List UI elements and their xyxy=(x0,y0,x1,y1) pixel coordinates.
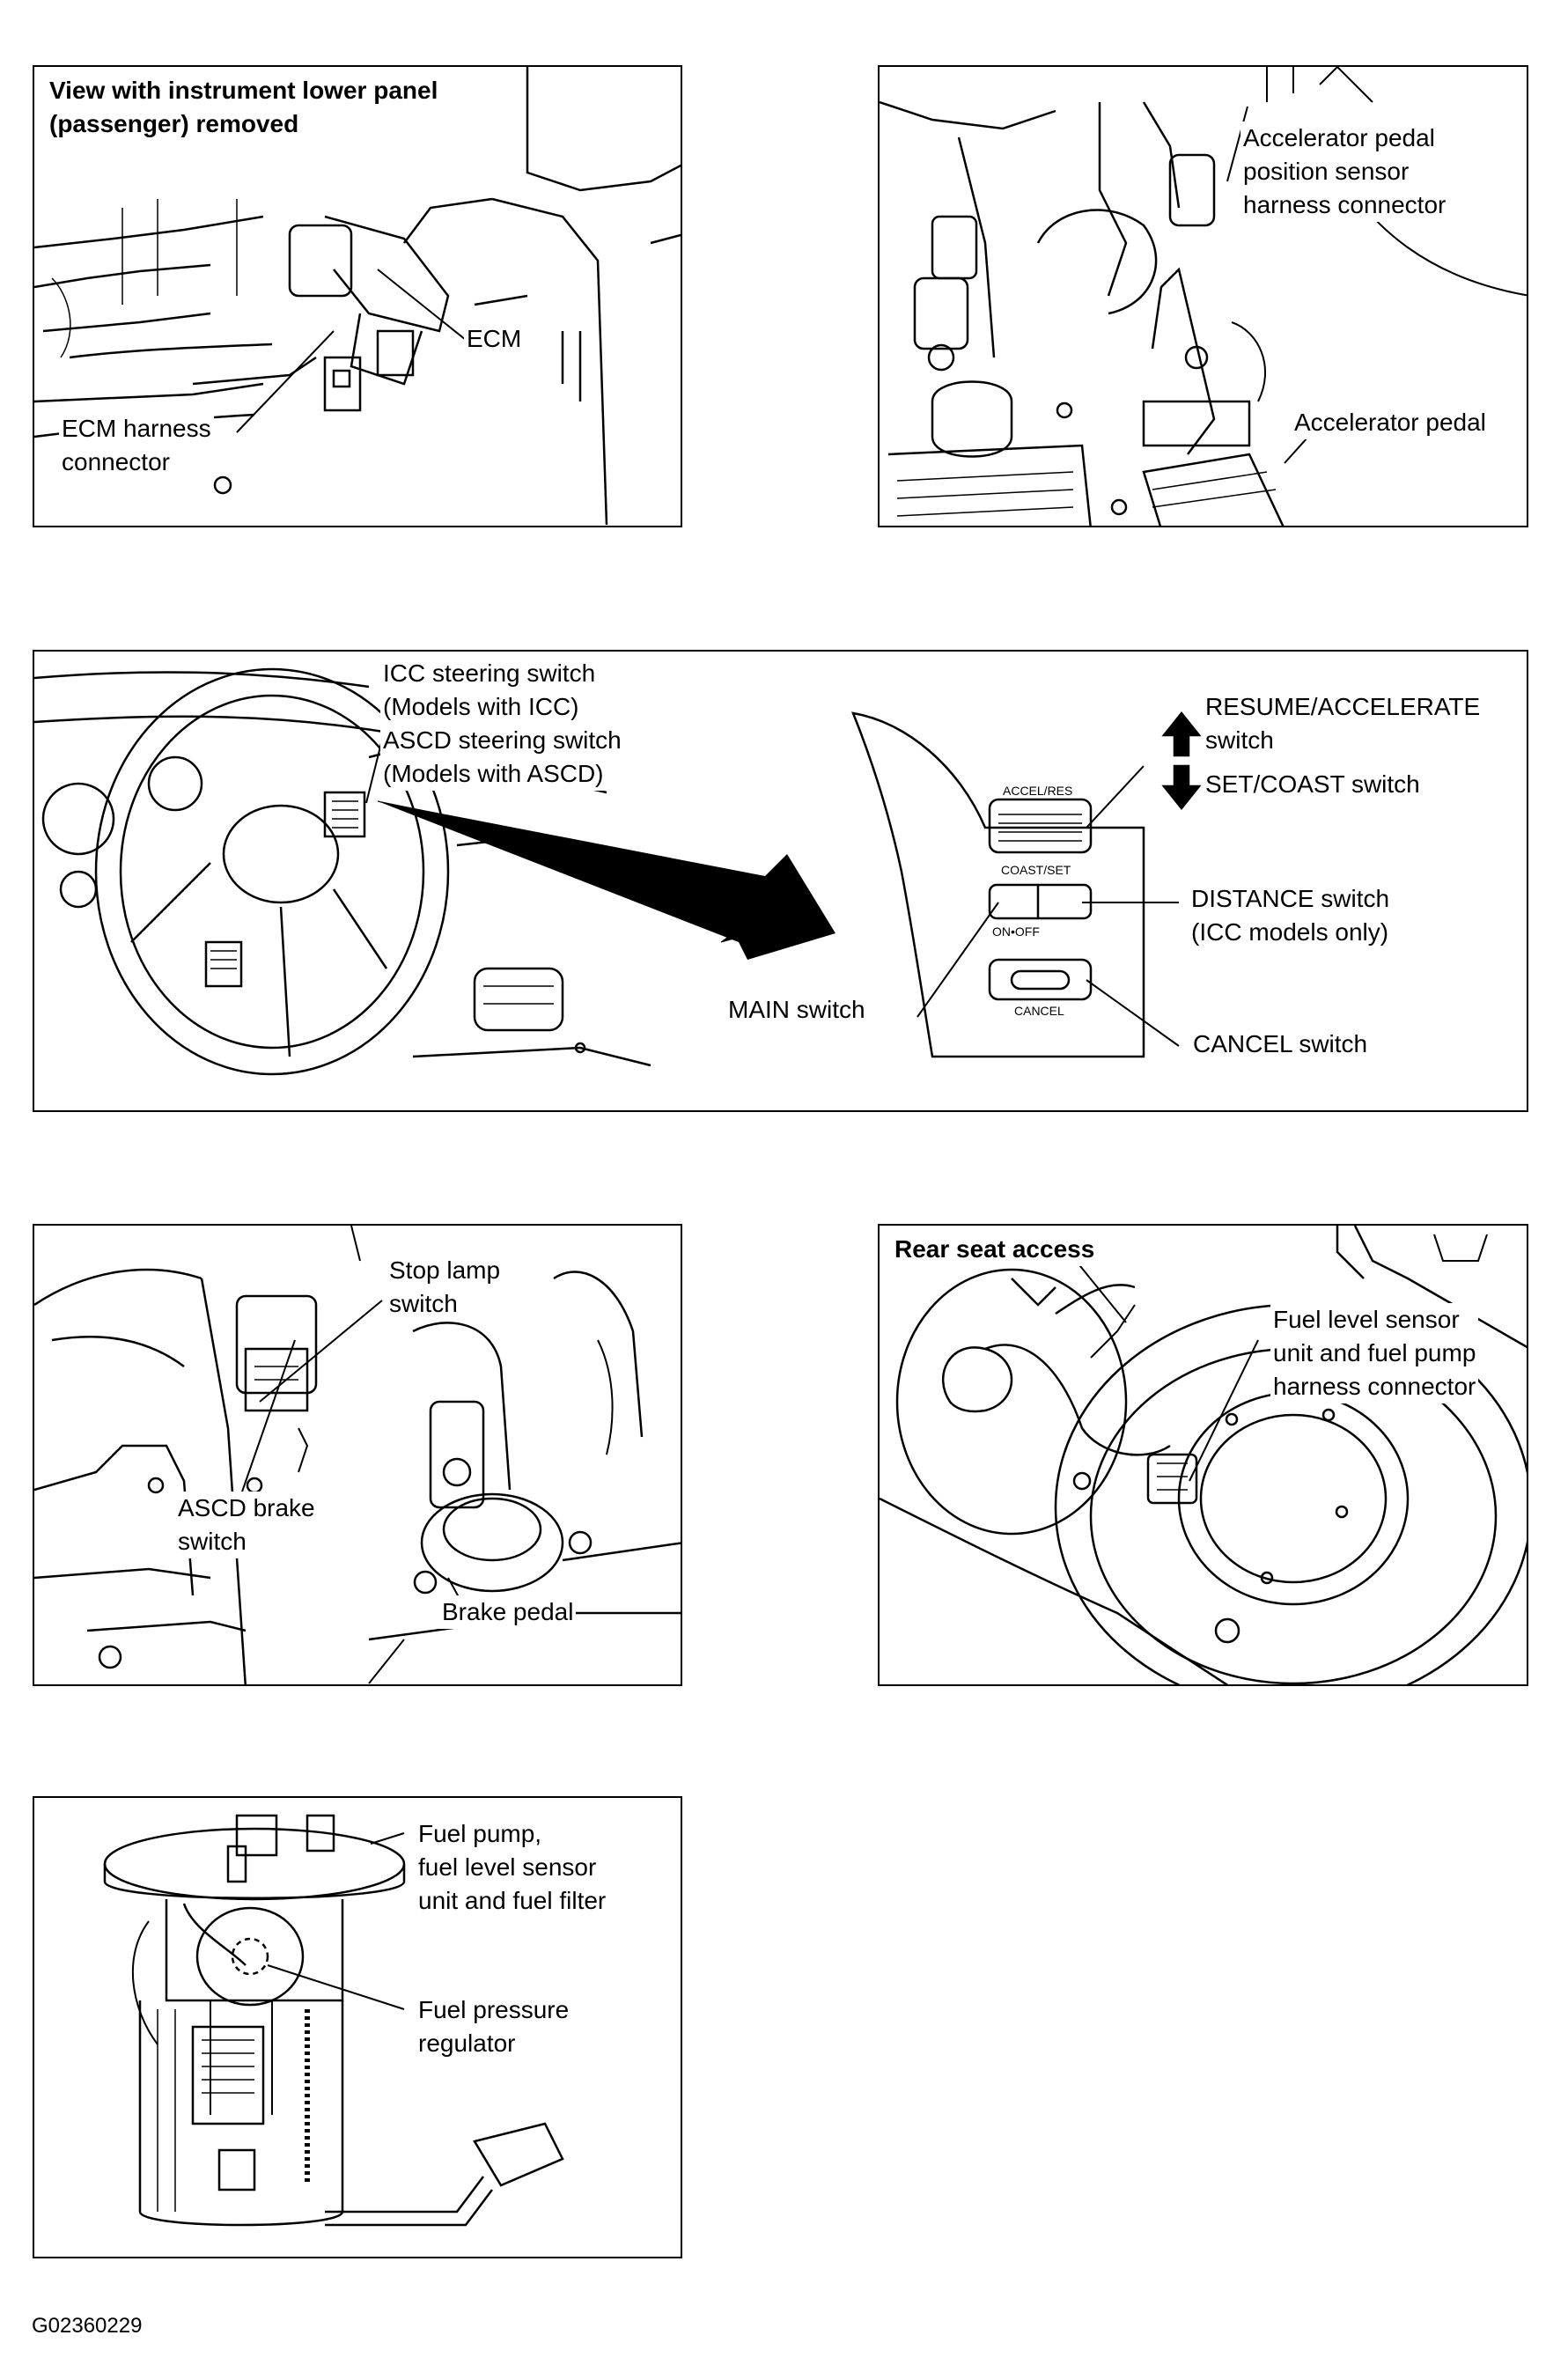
resume-accelerate-switch-label: RESUME/ACCELERATE switch xyxy=(1203,690,1483,757)
accelerator-pedal-label: Accelerator pedal xyxy=(1292,406,1489,439)
fuel-access-illustration xyxy=(880,1226,1527,1684)
ecm-illustration xyxy=(34,67,681,526)
panel-accelerator: Accelerator pedal position sensor harnes… xyxy=(878,65,1528,527)
distance-switch-label: DISTANCE switch (ICC models only) xyxy=(1189,882,1393,949)
main-switch-label: MAIN switch xyxy=(725,993,868,1027)
accel-res-print: ACCEL/RES xyxy=(1003,784,1073,798)
ecm-label: ECM xyxy=(464,322,525,356)
fuel-pump-illustration xyxy=(103,1814,564,2227)
accelerator-illustration xyxy=(880,67,1527,526)
panel-steering-switch: ICC steering switch (Models with ICC) AS… xyxy=(33,650,1528,1112)
brake-illustration xyxy=(34,1226,681,1684)
panel-ecm: View with instrument lower panel (passen… xyxy=(33,65,682,527)
set-coast-switch-label: SET/COAST switch xyxy=(1203,768,1423,801)
ecm-view-title: View with instrument lower panel (passen… xyxy=(47,74,441,141)
ascd-brake-switch-label: ASCD brake switch xyxy=(175,1492,318,1558)
stop-lamp-switch-label: Stop lamp switch xyxy=(386,1254,504,1321)
figure-code: G02360229 xyxy=(32,2314,143,2338)
coast-set-print: COAST/SET xyxy=(1001,863,1071,877)
cancel-switch-label: CANCEL switch xyxy=(1190,1028,1371,1061)
fuel-pressure-regulator-label: Fuel pressure regulator xyxy=(416,1993,572,2060)
fuel-level-sensor-harness-connector-label: Fuel level sensor unit and fuel pump har… xyxy=(1270,1303,1479,1403)
brake-pedal-label: Brake pedal xyxy=(439,1595,577,1629)
panel-fuel-access: Rear seat access Fuel level sensor unit … xyxy=(878,1224,1528,1686)
fuel-pump-assembly-label: Fuel pump, fuel level sensor unit and fu… xyxy=(416,1817,609,1918)
accelerator-pedal-position-sensor-label: Accelerator pedal position sensor harnes… xyxy=(1240,122,1449,222)
cancel-print: CANCEL xyxy=(1014,1004,1064,1018)
ecm-harness-connector-label: ECM harness connector xyxy=(59,412,214,479)
panel-brake: Stop lamp switch ASCD brake switch Brake… xyxy=(33,1224,682,1686)
icc-ascd-steering-switch-label: ICC steering switch (Models with ICC) AS… xyxy=(380,657,624,791)
panel-fuel-pump: Fuel pump, fuel level sensor unit and fu… xyxy=(33,1796,682,2258)
on-off-print: ON•OFF xyxy=(992,924,1040,939)
rear-seat-access-title: Rear seat access xyxy=(892,1233,1098,1266)
